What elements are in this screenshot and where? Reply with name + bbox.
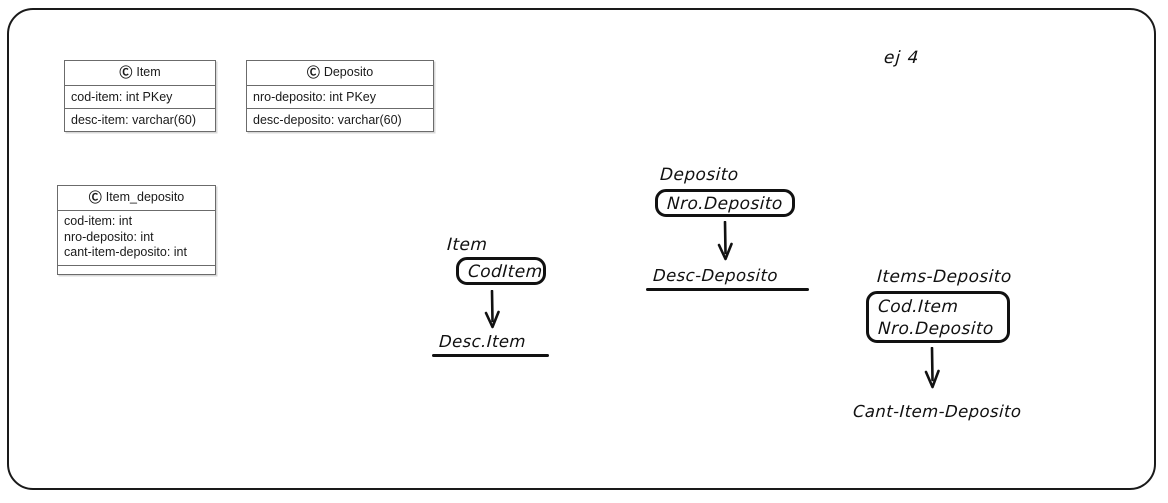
uml-class-name: Deposito (323, 65, 374, 79)
uml-attribute-row: cod-item: int PKey (65, 86, 215, 109)
fd-determinant-box-items-deposito[interactable]: Cod.Item Nro.Deposito (866, 291, 1010, 343)
fd-determinant-deposito-nro: Nro.Deposito (666, 194, 784, 214)
fd-dependent-deposito: Desc-Deposito (652, 266, 779, 285)
fd-determinant-inner: Cod.Item Nro.Deposito (869, 294, 1007, 343)
fd-title-items-deposito: Items-Deposito (876, 267, 1013, 287)
uml-attribute-row: desc-deposito: varchar(60) (253, 113, 402, 127)
fd-determinant-coditem: Cod.Item (877, 297, 959, 317)
fd-determinant-inner: CodItem (459, 260, 543, 285)
uml-operations-compartment (58, 266, 215, 274)
fd-title-item: Item (446, 235, 488, 255)
fd-determinant-item-coditem: CodItem (467, 262, 544, 282)
fd-determinant-box-deposito[interactable]: Nro.Deposito (655, 189, 795, 217)
class-icon: Ⓒ (119, 65, 133, 80)
uml-attribute-row: cant-item-deposito: int (64, 245, 187, 259)
fd-dependent-item: Desc.Item (438, 332, 527, 351)
fd-determinant-box-item[interactable]: CodItem (456, 257, 546, 285)
uml-attribute-row: desc-item: varchar(60) (71, 113, 197, 127)
fd-arrow-item (484, 290, 500, 329)
fd-title-deposito: Deposito (659, 165, 740, 185)
class-icon: Ⓒ (306, 65, 320, 80)
fd-arrow-items-deposito (924, 347, 940, 389)
uml-attribute-compartment: cod-item: int nro-deposito: int cant-ite… (58, 211, 215, 266)
diagram-frame (7, 8, 1156, 490)
uml-attribute-row: nro-deposito: int (64, 229, 154, 244)
uml-attribute-row: cod-item: int (64, 214, 133, 228)
fd-dependent-cant-item-deposito: Cant-Item-Deposito (852, 402, 1022, 421)
fd-determinant-inner: Nro.Deposito (658, 192, 792, 217)
exercise-label: ej 4 (883, 48, 921, 68)
uml-class-name: Item_deposito (105, 190, 185, 204)
uml-class-name: Item (136, 65, 161, 79)
fd-dependent-underline-item (432, 354, 549, 357)
fd-arrow-deposito (717, 221, 733, 261)
fd-dependent-underline-deposito (646, 288, 809, 291)
uml-attribute-row: nro-deposito: int PKey (247, 86, 433, 109)
class-icon: Ⓒ (88, 190, 102, 205)
fd-determinant-nrodeposito: Nro.Deposito (877, 319, 995, 339)
